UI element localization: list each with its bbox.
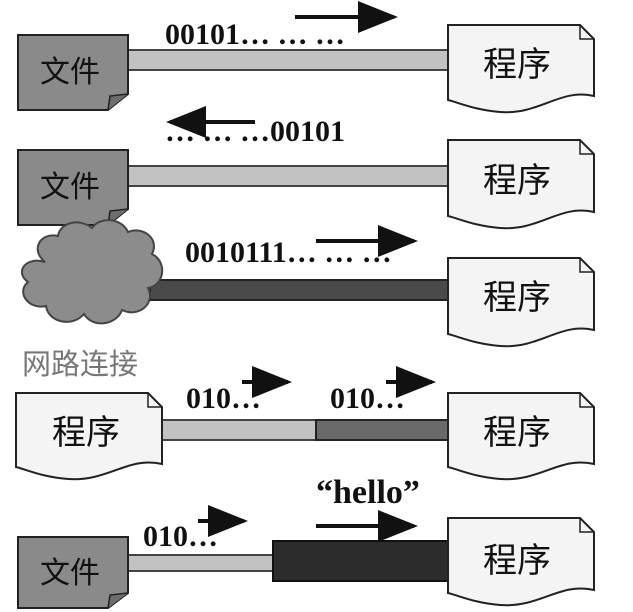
file-label: 文件 xyxy=(40,170,100,205)
row-1: 文件 程序 00101… … … xyxy=(17,1,595,114)
program-label: 程序 xyxy=(483,278,551,318)
cloud-icon xyxy=(21,219,163,325)
file-box: 文件 xyxy=(17,536,129,609)
buffered-pipe xyxy=(272,540,451,582)
pipe-left xyxy=(159,419,317,441)
program-label: 程序 xyxy=(483,161,551,201)
file-label: 文件 xyxy=(40,556,100,591)
data-stream-label-left: 010… xyxy=(186,382,261,415)
program-box: 程序 xyxy=(447,24,595,114)
row-2: 文件 程序 … … …00101 xyxy=(17,106,595,230)
program-label: 程序 xyxy=(483,45,551,85)
row-4: 程序 程序 010… 010… xyxy=(15,366,595,481)
program-box: 程序 xyxy=(447,257,595,348)
pipe xyxy=(149,279,451,301)
content-label: “hello” xyxy=(316,474,420,511)
pipe xyxy=(127,165,451,187)
data-stream-label-right: 010… xyxy=(330,382,405,415)
program-label: 程序 xyxy=(483,541,551,581)
network-label: 网路连接 xyxy=(22,347,138,381)
program-label: 程序 xyxy=(483,413,551,453)
data-stream-label: 00101… … … xyxy=(165,18,345,51)
file-box: 文件 xyxy=(17,34,129,111)
row-3: 网路连接 程序 0010111… … … xyxy=(21,219,595,381)
pipe xyxy=(127,554,275,572)
program-box: 程序 xyxy=(447,517,595,607)
program-box: 程序 xyxy=(447,139,595,230)
program-label: 程序 xyxy=(52,413,120,453)
row-5: 文件 程序 010… “hello” xyxy=(17,474,595,609)
data-stream-label: … … …00101 xyxy=(165,115,345,148)
pipe xyxy=(127,49,451,71)
program-box-source: 程序 xyxy=(15,392,163,481)
file-label: 文件 xyxy=(40,55,100,90)
program-box-target: 程序 xyxy=(447,392,595,481)
pipe-right xyxy=(315,419,451,441)
data-stream-label: 010… xyxy=(143,520,218,553)
file-box: 文件 xyxy=(17,149,129,226)
